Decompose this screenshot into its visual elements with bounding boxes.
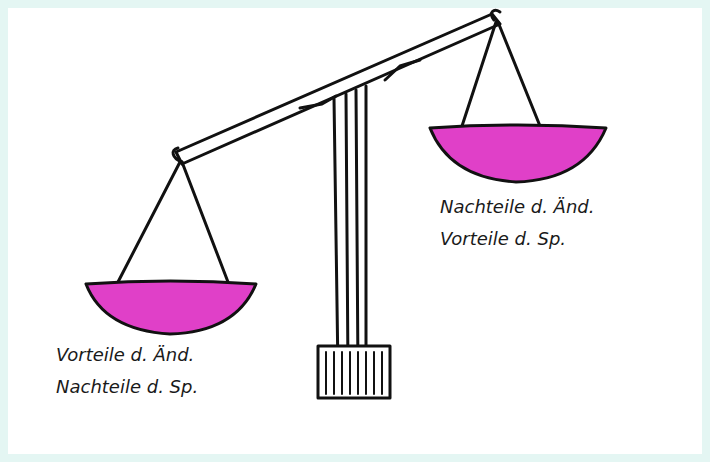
pan-label: Vorteile d. Sp. [440,228,566,250]
pan-label: Nachteile d. Sp. [56,376,198,398]
pan-label: Nachteile d. Änd. [440,196,594,218]
pan-label: Vorteile d. Änd. [56,344,194,366]
